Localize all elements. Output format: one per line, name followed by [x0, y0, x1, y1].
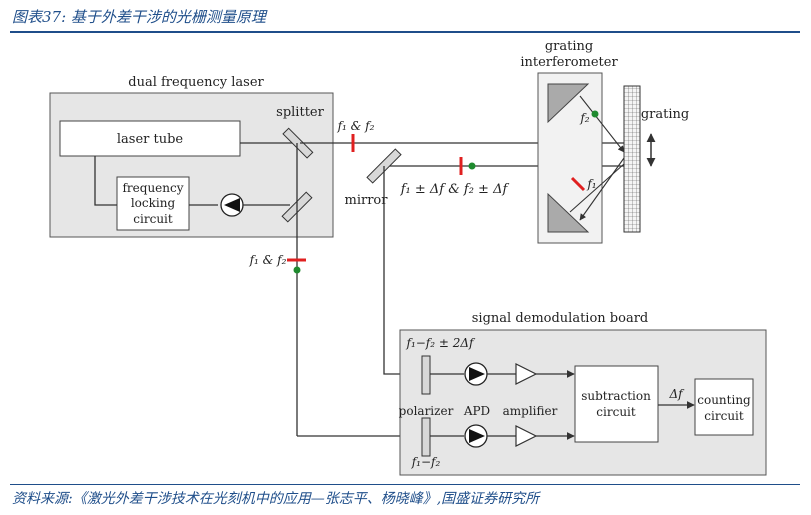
figure-source: 资料来源:《激光外差干涉技术在光刻机中的应用—张志平、杨晓峰》,国盛证券研究所: [12, 491, 540, 507]
subtraction-circuit-box: [574, 365, 659, 443]
red-marker-f1: [570, 176, 586, 192]
bottom-rule: [10, 484, 800, 485]
locking-label-1: frequency: [122, 181, 183, 195]
counting-label-1: counting: [697, 393, 751, 407]
amplifier-upper: [515, 363, 538, 385]
amplifier-lower: [515, 425, 538, 447]
counting-circuit-box: [694, 378, 754, 436]
interferometer-label-2: interferometer: [520, 55, 618, 70]
subtraction-label-2: circuit: [596, 405, 636, 419]
splitter-label: splitter: [276, 105, 324, 120]
interferometer-label-1: grating: [545, 39, 593, 54]
label-delta-f: Δf: [668, 387, 685, 401]
label-f1f2-left: f₁ & f₂: [249, 253, 287, 267]
prism-top: [547, 83, 590, 124]
grating: [623, 85, 641, 233]
laser-tube-label: laser tube: [117, 132, 184, 147]
demod-board-label: signal demodulation board: [472, 311, 648, 326]
label-f1f2-top: f₁ & f₂: [337, 119, 375, 133]
label-diff-shift: f₁−f₂ ± 2Δf: [406, 336, 477, 350]
polarizer-lower: [421, 417, 431, 457]
label-f1f2-shift: f₁ ± Δf & f₂ ± Δf: [400, 182, 510, 197]
locking-label-2: locking: [131, 196, 176, 210]
green-dot-f2: [591, 110, 599, 118]
green-dot-left: [293, 266, 301, 274]
prism-bottom: [547, 192, 590, 233]
locking-label-3: circuit: [133, 212, 173, 226]
label-f2-inside: f₂: [579, 111, 589, 125]
laser-tube-box: [59, 120, 241, 157]
dual-laser-label: dual frequency laser: [128, 75, 264, 90]
label-f1-inside: f₁: [586, 177, 596, 191]
grating-label: grating: [641, 107, 689, 122]
polarizer-label: polarizer: [399, 404, 454, 418]
green-dot-return: [468, 162, 476, 170]
counting-label-2: circuit: [704, 409, 744, 423]
polarizer-upper: [421, 355, 431, 395]
top-rule: [10, 31, 800, 33]
apd-label: APD: [463, 404, 490, 418]
mirror-label: mirror: [345, 193, 389, 208]
locking-circuit-box: [116, 176, 190, 231]
splitter-1: [282, 127, 314, 159]
label-diff-ref: f₁−f₂: [411, 455, 441, 469]
subtraction-label-1: subtraction: [581, 389, 651, 403]
tube-to-locking-line: [94, 156, 117, 206]
amplifier-label: amplifier: [503, 404, 558, 418]
figure-title: 图表37: 基于外差干涉的光栅测量原理: [12, 8, 266, 26]
